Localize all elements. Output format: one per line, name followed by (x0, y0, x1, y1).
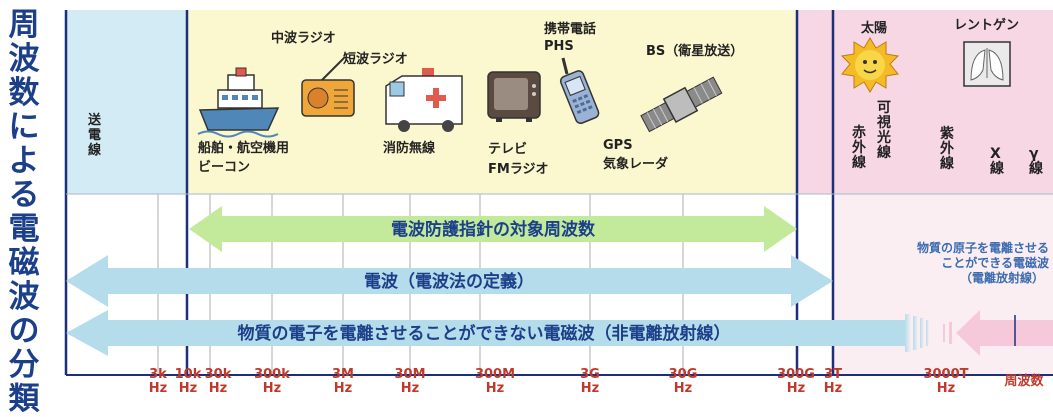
visible-light-label: 可視光線 (876, 100, 891, 161)
sun-icon (840, 37, 900, 93)
radio-law-label: 電波（電波法の定義） (364, 271, 534, 292)
page-title: 周波数による電磁波の分類 (8, 7, 40, 417)
freq-label-unit: Hz (263, 381, 281, 396)
freq-label-unit: Hz (149, 381, 167, 396)
tv-icon (487, 71, 541, 122)
ship-beacon-label-2: ビーコン (198, 159, 250, 175)
fire-radio-label: 消防無線 (383, 140, 436, 156)
non-ionizing-fade (905, 314, 929, 352)
freq-label-value: 3000T (923, 367, 968, 382)
optical-zone (797, 10, 1053, 194)
freq-label-unit: Hz (401, 381, 419, 396)
freq-label-value: 30M (394, 367, 425, 382)
ship-icon (197, 67, 280, 138)
freq-label-unit: Hz (674, 381, 692, 396)
freq-label-unit: Hz (937, 381, 955, 396)
ionizing-arrow (956, 310, 1053, 356)
freq-label-value: 30k (205, 367, 232, 382)
ambulance-icon (385, 68, 463, 132)
freq-label-value: 3k (149, 367, 167, 382)
freq-label-value: 10k (175, 367, 202, 382)
guideline-arrow (189, 206, 797, 252)
ultraviolet-label: 紫外線 (940, 125, 954, 172)
xray-film-icon (963, 41, 1011, 87)
non-ionizing-arrow (66, 310, 905, 356)
freq-label-unit: Hz (581, 381, 599, 396)
freq-label-value: 300k (254, 367, 290, 382)
band-boundaries (64, 10, 835, 375)
ionizing-label-2: ことができる電磁波 (941, 255, 1050, 270)
freq-label-unit: Hz (334, 381, 352, 396)
freq-label-value: 300M (475, 367, 515, 382)
bs-label: BS（衛星放送） (646, 43, 743, 59)
freq-label-unit: Hz (486, 381, 504, 396)
freq-label-value: 30G (669, 367, 698, 382)
frequency-axis-label: 周波数 (1004, 373, 1044, 389)
mobile-phone-icon (559, 57, 600, 124)
guideline-label: 電波防護指針の対象周波数 (391, 219, 596, 240)
non-ionizing-label: 物質の電子を電離させることができない電磁波（非電離放射線） (238, 323, 731, 344)
svg-text:送電線: 送電線 (87, 112, 102, 158)
fm-radio-label: FMラジオ (488, 162, 549, 177)
radio-icon (301, 57, 355, 117)
gps-label: GPS (603, 138, 633, 153)
sw-radio-label: 短波ラジオ (343, 51, 408, 67)
freq-label-value: 3M (332, 367, 354, 382)
satellite-icon (640, 76, 723, 133)
weather-radar-label: 気象レーダ (603, 156, 668, 172)
freq-label-value: 300G (777, 367, 815, 382)
freq-label-unit: Hz (824, 381, 842, 396)
phs-label: PHS (544, 39, 574, 54)
em-classification-diagram: 周波数による電磁波の分類 (9, 8, 1053, 416)
mw-radio-label: 中波ラジオ (271, 30, 336, 46)
ionizing-fade (943, 322, 952, 344)
roentgen-label: レントゲン (954, 17, 1019, 33)
infrared-label: 赤外線 (852, 125, 866, 171)
freq-label-value: 3T (824, 367, 842, 382)
freq-label-unit: Hz (179, 381, 197, 396)
frequency-labels: 3kHz10kHz30kHz300kHz3MHz30MHz300MHz3GHz3… (149, 367, 969, 396)
power-line-zone (66, 10, 187, 194)
mobile-phone-label: 携帯電話 (544, 21, 596, 37)
freq-label-value: 3G (580, 367, 600, 382)
ionizing-label-3: （電離放射線） (960, 270, 1044, 285)
tv-label: テレビ (488, 141, 527, 157)
diagram-canvas: 電波防護指針の対象周波数 電波（電波法の定義） 物質の電子を電離させることができ… (64, 10, 1053, 396)
device-labels: 中波ラジオ 短波ラジオ 携帯電話 PHS BS（衛星放送） 太陽 レントゲン 船… (198, 17, 1019, 177)
ship-beacon-label-1: 船舶・航空機用 (198, 140, 289, 156)
ionizing-label-1: 物質の原子を電離させる (917, 240, 1049, 255)
sun-label: 太陽 (860, 20, 887, 36)
freq-label-unit: Hz (787, 381, 805, 396)
freq-label-unit: Hz (209, 381, 227, 396)
radio-law-arrow (66, 255, 833, 307)
power-line-label: 送電線 (87, 112, 102, 158)
